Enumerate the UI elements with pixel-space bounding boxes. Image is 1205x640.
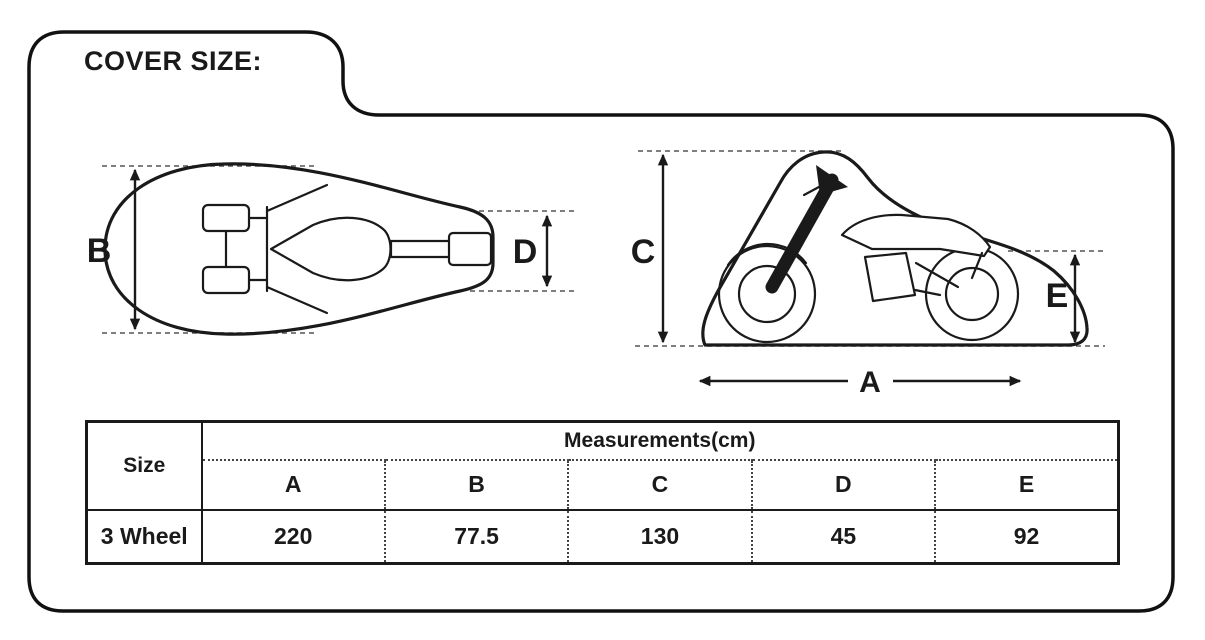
side-view-diagram: C E A — [631, 150, 1107, 399]
cover-outline-top-view — [103, 162, 495, 336]
frame-outline — [27, 30, 1175, 613]
dim-label-d: D — [513, 233, 538, 271]
page-title: COVER SIZE: — [84, 46, 263, 76]
dim-label-c: C — [631, 233, 656, 271]
column-header-a: A — [201, 458, 385, 510]
size-header-cell: Size — [86, 421, 203, 510]
row-label: 3 Wheel — [86, 508, 203, 564]
value-b: 77.5 — [383, 508, 569, 564]
value-c: 130 — [567, 508, 752, 564]
value-a: 220 — [201, 508, 385, 564]
trike-top-view-art — [201, 183, 493, 315]
top-view-diagram: B D — [87, 162, 577, 336]
dim-label-e: E — [1046, 277, 1069, 315]
table-row: 3 Wheel 220 77.5 130 45 92 — [86, 508, 1119, 564]
column-header-c: C — [567, 458, 752, 510]
motorcycle-side-view-art — [717, 165, 1020, 344]
dim-label-a: A — [859, 366, 881, 399]
measurements-header-cell: Measurements(cm) — [564, 428, 756, 452]
measurements-table-wrap: Size Measurements(cm) A B C D E 3 Wheel … — [85, 420, 1120, 565]
column-header-e: E — [934, 458, 1119, 510]
column-header-d: D — [750, 458, 936, 510]
column-header-b: B — [383, 458, 569, 510]
dim-label-b: B — [87, 232, 112, 270]
measurements-table: Size Measurements(cm) A B C D E 3 Wheel … — [85, 420, 1120, 565]
value-e: 92 — [934, 508, 1119, 564]
value-d: 45 — [750, 508, 936, 564]
